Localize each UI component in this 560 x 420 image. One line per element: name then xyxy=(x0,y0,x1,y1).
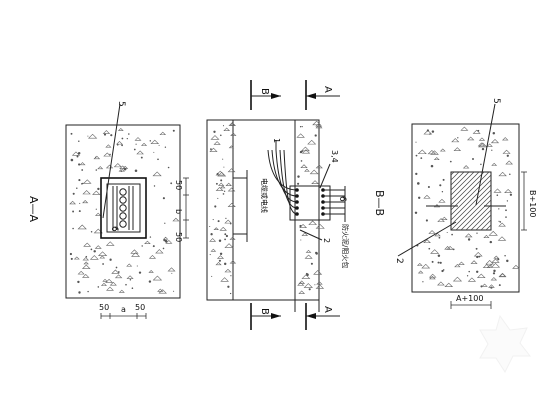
note-firestop: 防火泥/阻火包 xyxy=(341,224,350,268)
section-label-b-b: B—B xyxy=(373,190,386,216)
sleeve-hatch-right xyxy=(451,172,491,230)
dim-left-v-50-bottom: 50 xyxy=(174,232,183,242)
callout-6-middle: 6 xyxy=(337,196,347,202)
sleeve-outer-left xyxy=(100,177,147,239)
dim-left-v-50-top: 50 xyxy=(174,180,183,190)
dim-right-v: B+100 xyxy=(528,190,537,217)
dimension-horizontal-left: 50 a 50 xyxy=(99,303,147,319)
cut-label-a-bottom: A xyxy=(322,306,333,313)
watermark-star xyxy=(479,314,532,374)
wall-left-middle xyxy=(206,119,234,301)
sleeve-middle xyxy=(289,185,331,221)
concrete-hatch-left xyxy=(69,127,180,294)
leader-5-right xyxy=(475,103,496,206)
dimension-vertical-right: B+100 xyxy=(521,171,537,231)
leader-2-right xyxy=(397,221,457,257)
cables-middle xyxy=(267,149,346,222)
dimension-vertical-left: 50 b 50 xyxy=(174,177,189,242)
section-b-b: 5 2 B—B B+100 A+100 xyxy=(373,98,537,309)
sleeve-inner-left xyxy=(106,183,141,233)
section-label-a-a: A—A xyxy=(27,196,40,223)
concrete-hatch-middle-left xyxy=(209,122,237,295)
cable-bundle-left xyxy=(112,186,134,230)
wall-outline-left xyxy=(65,124,181,299)
concrete-hatch-middle-right xyxy=(296,120,325,294)
leader-5-left xyxy=(102,103,121,219)
cut-label-b-top: B xyxy=(259,88,270,95)
wall-elevation: 电缆或电线 防火泥/阻火包 1 3,4 6 2 B A B A xyxy=(206,80,350,330)
wall-right-middle xyxy=(294,119,320,301)
dimension-horizontal-right: A+100 xyxy=(450,294,492,309)
callout-2-middle: 2 xyxy=(322,238,331,243)
callout-5-right: 5 xyxy=(491,98,501,104)
cut-label-a-top: A xyxy=(322,86,333,93)
wall-outline-right xyxy=(411,123,520,293)
callout-1-middle: 1 xyxy=(272,138,281,143)
callout-5-left: 5 xyxy=(116,101,126,107)
dim-left-h-a: a xyxy=(121,305,126,314)
callout-6-left: 6 xyxy=(109,226,119,232)
callout-34-middle: 3,4 xyxy=(330,150,339,163)
callout-2-right: 2 xyxy=(394,258,404,264)
cut-marker-top: B A xyxy=(250,80,340,110)
dim-left-h-50-left: 50 xyxy=(99,303,109,312)
note-cable: 电缆或电线 xyxy=(260,178,269,213)
dim-left-h-50-right: 50 xyxy=(135,303,145,312)
cable-ends-middle xyxy=(295,188,325,216)
cut-label-b-bottom: B xyxy=(259,308,270,315)
concrete-hatch-right xyxy=(414,126,520,289)
dim-right-h: A+100 xyxy=(456,294,483,303)
cut-marker-bottom: B A xyxy=(250,303,340,330)
dim-left-v-b: b xyxy=(174,209,183,214)
section-a-a: 5 6 A—A 50 b 50 50 a 50 xyxy=(27,101,189,319)
